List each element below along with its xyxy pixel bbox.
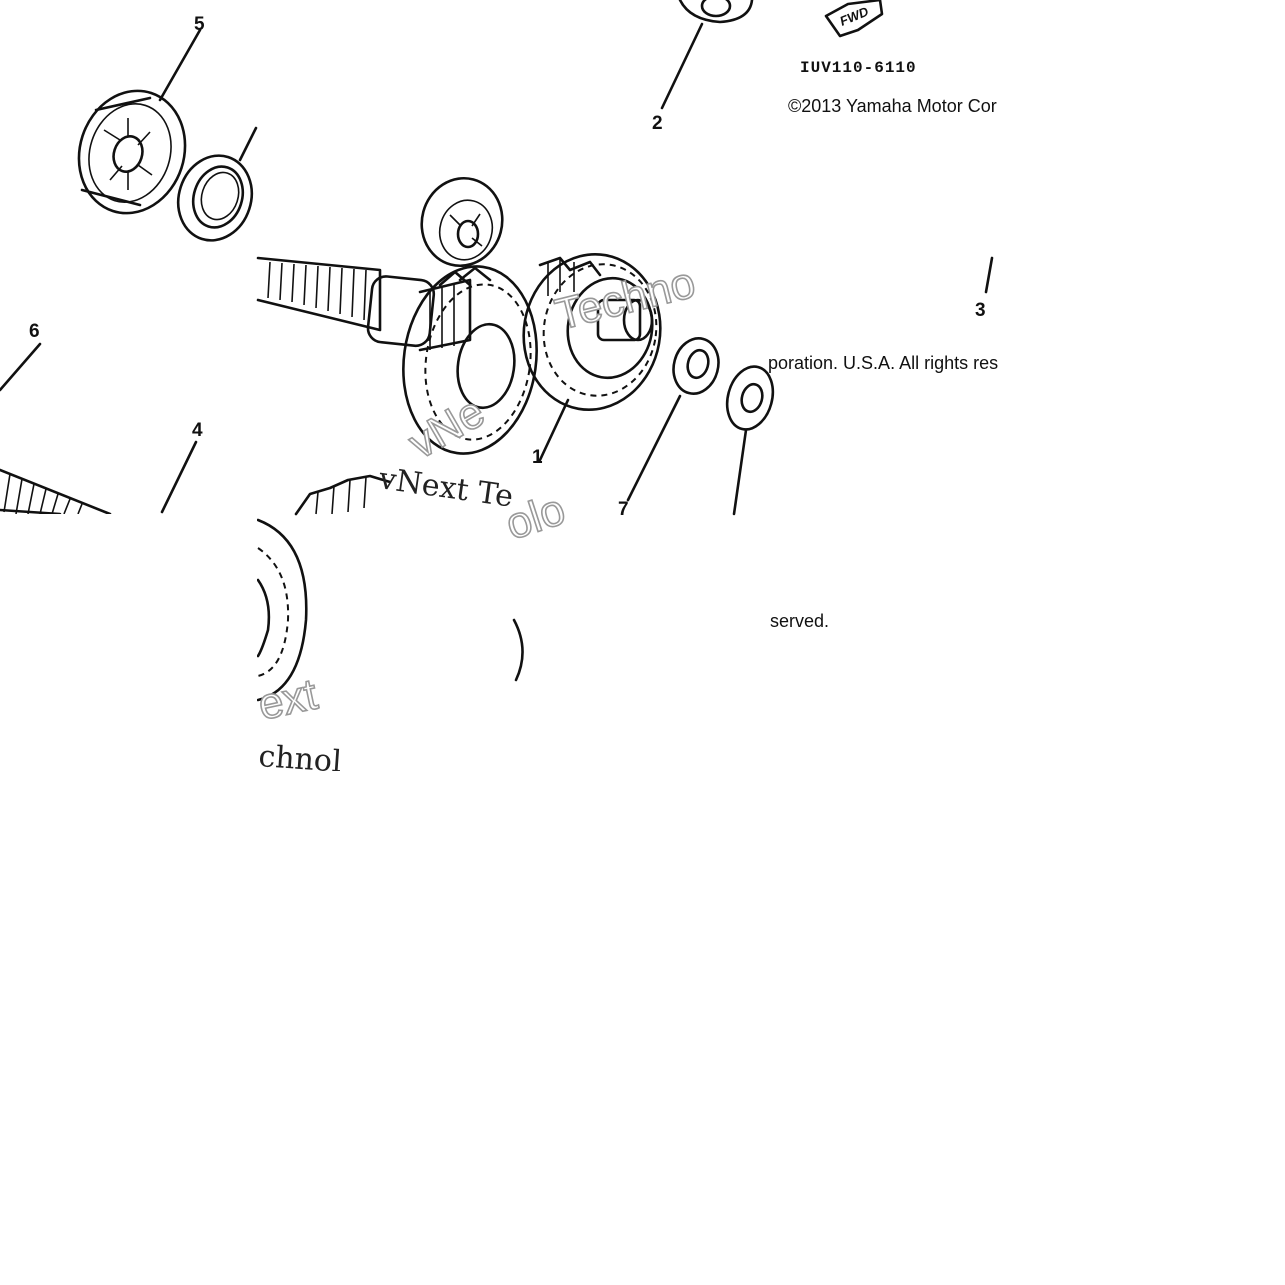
leader-line-2 xyxy=(660,22,704,110)
callout-1: 1 xyxy=(532,447,543,468)
shaft-4-drawing xyxy=(0,468,112,516)
oil-seal-drawing xyxy=(176,154,254,242)
callout-4: 4 xyxy=(192,420,203,441)
blank-tile xyxy=(1028,0,1285,257)
leader-line-washer xyxy=(732,428,748,516)
leader-line-seal xyxy=(238,126,258,162)
bearing-small-drawing xyxy=(420,176,504,268)
gear-1-drawing xyxy=(522,252,662,412)
washer-drawing xyxy=(725,365,775,431)
copyright-line-1: ©2013 Yamaha Motor Cor xyxy=(788,96,997,116)
callout-3: 3 xyxy=(975,300,986,321)
callout-7: 7 xyxy=(618,499,629,520)
blank-tile xyxy=(1028,257,1285,514)
blank-region xyxy=(0,771,1285,1285)
copyright-line-2: poration. U.S.A. All rights res xyxy=(768,353,998,373)
tile-region xyxy=(772,260,1028,350)
watermark-vne: vNe xyxy=(401,387,493,469)
copyright-line-3: served. xyxy=(770,611,829,631)
leader-line-7 xyxy=(626,394,682,502)
bearing-2-drawing xyxy=(678,0,754,24)
watermark-vnext-te: vNext Te xyxy=(376,461,515,515)
callout-5: 5 xyxy=(194,14,205,35)
gear-lower-drawing xyxy=(256,474,524,702)
leader-line-1 xyxy=(538,398,570,462)
leader-line-4 xyxy=(160,440,198,514)
callout-2: 2 xyxy=(652,113,663,134)
leader-line-5 xyxy=(158,28,202,102)
blank-tile xyxy=(0,514,257,771)
fwd-arrow-icon: FWD xyxy=(824,0,884,38)
leader-line-6 xyxy=(0,342,42,392)
blank-tile xyxy=(1028,514,1285,771)
washer-7-drawing xyxy=(672,337,720,395)
part-code: IUV110-6110 xyxy=(800,59,917,77)
bearing-5-drawing xyxy=(77,89,187,215)
watermark-ext: ext xyxy=(254,670,322,730)
leader-line-3 xyxy=(984,256,994,294)
callout-6: 6 xyxy=(29,321,40,342)
